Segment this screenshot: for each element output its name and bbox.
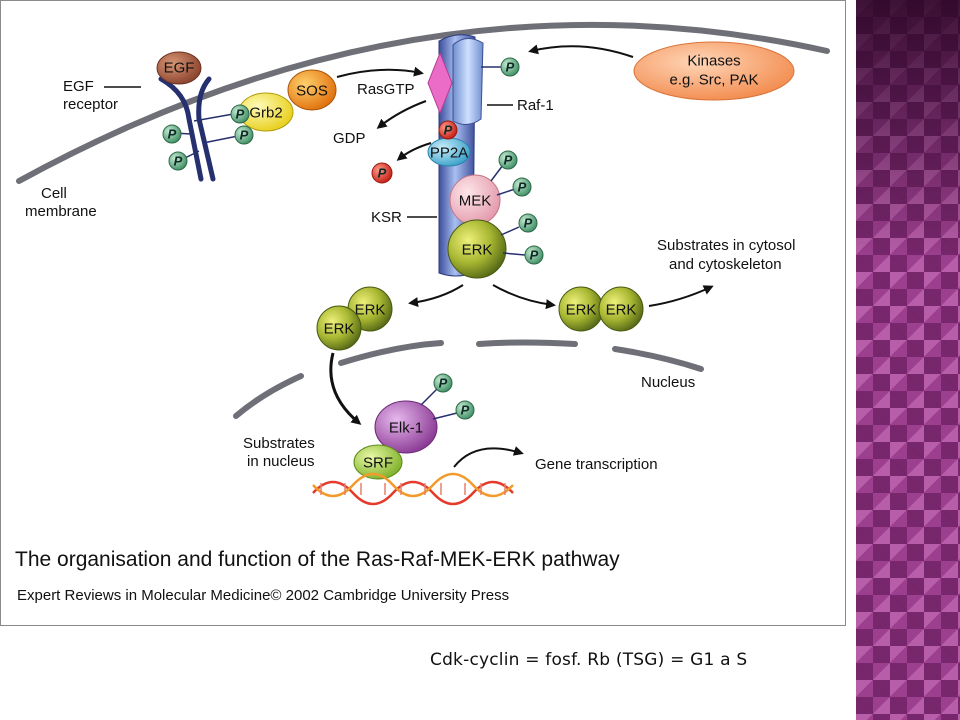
egf-ligand xyxy=(156,51,202,85)
svg-text:P: P xyxy=(504,153,513,168)
nucleus-label: Nucleus xyxy=(641,374,695,391)
cell-membrane-label-2: membrane xyxy=(25,203,97,220)
srf-label: SRF xyxy=(363,455,393,472)
substrates-nucleus-label-1: Substrates xyxy=(243,435,315,452)
pp2a-label: PP2A xyxy=(430,145,468,162)
rasgtp-label: RasGTP xyxy=(357,81,415,98)
cell-membrane xyxy=(16,21,830,184)
slide-footnote: Cdk-cyclin = fosf. Rb (TSG) = G1 a S xyxy=(430,650,748,670)
svg-text:P: P xyxy=(439,376,448,391)
svg-text:ERK: ERK xyxy=(606,302,637,319)
svg-text:P: P xyxy=(461,403,470,418)
svg-text:P: P xyxy=(240,128,249,143)
svg-text:P: P xyxy=(236,107,245,122)
raf-phosphate xyxy=(500,57,520,77)
erk-label: ERK xyxy=(462,242,493,259)
egf-receptor-label-2: receptor xyxy=(63,96,118,113)
pathway-diagram: EGF Grb2 SOS P P P P EGF receptor Cell m… xyxy=(16,21,830,506)
kinases-ellipse xyxy=(633,41,795,101)
egf-receptor xyxy=(158,76,216,182)
svg-text:P: P xyxy=(518,180,527,195)
gene-transcription-label: Gene transcription xyxy=(535,456,658,473)
decorative-side-band xyxy=(856,0,960,720)
erk-protein xyxy=(447,219,507,279)
svg-text:P: P xyxy=(524,216,533,231)
receptor-phosphates: P P P P xyxy=(162,104,254,171)
substrates-nucleus-label-2: in nucleus xyxy=(247,453,315,470)
pathway-figure: EGF Grb2 SOS P P P P EGF receptor Cell m… xyxy=(0,0,846,626)
substrates-cytosol-label-2: and cytoskeleton xyxy=(669,256,782,273)
erk-dimer-left-b xyxy=(316,305,362,351)
elk1-protein xyxy=(374,400,438,454)
elk1-label: Elk-1 xyxy=(389,420,423,437)
svg-text:P: P xyxy=(506,60,515,75)
ksr-label: KSR xyxy=(371,209,402,226)
svg-text:P: P xyxy=(174,154,183,169)
egf-label: EGF xyxy=(164,60,195,77)
released-phosphate xyxy=(371,162,393,184)
svg-text:P: P xyxy=(444,123,453,138)
egf-receptor-label-1: EGF xyxy=(63,78,94,95)
rasgtp-diamond xyxy=(427,51,453,115)
kinases-label-1: Kinases xyxy=(687,53,740,70)
srf-protein xyxy=(353,444,403,480)
dna-helix xyxy=(312,472,514,506)
svg-text:ERK: ERK xyxy=(566,302,597,319)
nuclear-membrane xyxy=(233,339,704,419)
raf1-protein xyxy=(452,38,484,125)
svg-text:ERK: ERK xyxy=(355,302,386,319)
svg-text:P: P xyxy=(168,127,177,142)
figure-title: The organisation and function of the Ras… xyxy=(15,548,620,571)
erk-dimer-right-b xyxy=(598,286,644,332)
sos-protein xyxy=(287,69,337,111)
pp2a-phosphate xyxy=(438,120,458,140)
mek-label: MEK xyxy=(459,193,492,210)
figure-credit: Expert Reviews in Molecular Medicine© 20… xyxy=(17,587,510,604)
cell-membrane-label-1: Cell xyxy=(41,185,67,202)
sos-label: SOS xyxy=(296,83,328,100)
svg-text:P: P xyxy=(378,166,387,181)
grb2-label: Grb2 xyxy=(249,105,282,122)
svg-text:P: P xyxy=(530,248,539,263)
kinases-label-2: e.g. Src, PAK xyxy=(670,72,759,89)
svg-text:ERK: ERK xyxy=(324,321,355,338)
raf1-label: Raf-1 xyxy=(517,97,554,114)
substrates-cytosol-label-1: Substrates in cytosol xyxy=(657,237,795,254)
gdp-label: GDP xyxy=(333,130,366,147)
